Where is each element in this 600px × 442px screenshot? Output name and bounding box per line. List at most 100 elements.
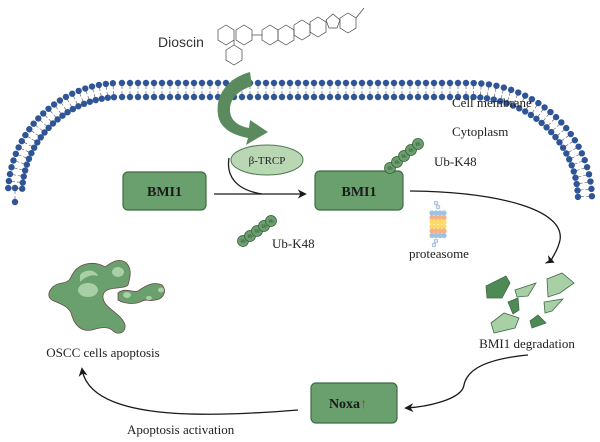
lipid-head (75, 103, 82, 110)
lipid-head (25, 155, 33, 163)
ubiquitin-bead (265, 215, 277, 227)
proteasome-subunit (437, 219, 443, 225)
noxa-label: Noxa↑ (329, 397, 367, 412)
lipid-head (398, 93, 406, 101)
lipid-head (563, 124, 570, 132)
lipid-head (82, 85, 89, 92)
lipid-head (414, 93, 422, 101)
proteasome-cap (435, 204, 441, 210)
lipid-head (254, 79, 262, 87)
ubiquitin-bead-label: Ub (269, 219, 274, 224)
degradation-label: BMI1 degradation (479, 336, 575, 351)
lipid-head (88, 83, 96, 90)
lipid-head (521, 108, 529, 115)
lipid-head (509, 102, 517, 109)
cell-membrane (5, 79, 596, 206)
lipid-head (270, 79, 278, 87)
lipid-head (15, 144, 22, 151)
cytoplasm-label: Cytoplasm (452, 124, 508, 139)
lipid-head (485, 81, 493, 88)
lipid-head (118, 79, 126, 87)
lipid-head (150, 93, 158, 101)
lipid-head (574, 187, 581, 194)
lipid-head (462, 79, 470, 87)
apoptosis-arrow (78, 367, 299, 415)
ubiquitin-bead-label: Ub (409, 148, 414, 153)
ubiquitin-bead (412, 138, 424, 150)
lipid-head (382, 79, 390, 87)
lipid-head (150, 79, 158, 87)
lipid-head (62, 93, 70, 101)
lipid-head (430, 79, 438, 87)
lipid-head (142, 93, 150, 101)
lipid-head (254, 93, 262, 101)
lipid-head (521, 92, 529, 99)
lipid-head (559, 144, 567, 151)
lipid-head (543, 124, 550, 131)
lipid-head (470, 79, 477, 87)
lipid-head (558, 119, 565, 126)
lipid-head (30, 120, 37, 127)
lipid-head (182, 93, 190, 101)
lipid-head (166, 79, 174, 87)
lipid-head (571, 137, 579, 144)
lipid-head (270, 93, 278, 101)
ubiquitin-bead-label: Ub (241, 239, 246, 244)
proteasome-subunit (429, 210, 435, 216)
lipid-head (587, 178, 594, 185)
lipid-head (533, 115, 540, 122)
lipid-head (454, 93, 462, 101)
ubiquitin-bead-label: Ub (395, 160, 400, 165)
lipid-head (56, 97, 64, 104)
lipid-head (19, 179, 26, 186)
oscc-apoptosis-label: OSCC cells apoptosis (46, 345, 159, 360)
lipid-head (118, 93, 126, 101)
lipid-head (41, 129, 48, 136)
bmi1-left-label: BMI1 (147, 185, 182, 200)
lipid-head (503, 99, 510, 107)
lipid-head (527, 111, 535, 119)
lipid-head (538, 119, 545, 127)
proteasome-subunit (429, 219, 435, 225)
lipid-head (302, 79, 310, 87)
dioscin-entry-arrow (217, 72, 268, 145)
lipid-head (20, 173, 27, 180)
lipid-head (497, 97, 504, 105)
proteasome-cap (433, 238, 439, 244)
lipid-head (174, 93, 182, 101)
ubiquitin-bead-label: Ub (416, 142, 421, 147)
lipid-head (570, 168, 577, 175)
lipid-head (572, 174, 579, 181)
lipid-head (483, 95, 491, 102)
lipid-head (507, 86, 515, 94)
proteasome-icon (429, 200, 447, 248)
lipid-head (198, 93, 206, 101)
lipid-head (35, 115, 42, 122)
lipid-head (326, 79, 334, 87)
btrcp-curve (227, 157, 263, 195)
lipid-head (134, 79, 142, 87)
lipid-head (390, 79, 398, 87)
lipid-head (166, 93, 174, 101)
lipid-head (26, 126, 33, 133)
ubiquitin-bead-label: Ub (248, 234, 253, 239)
lipid-head (318, 79, 326, 87)
proteasome-subunit (437, 223, 443, 230)
lipid-head (69, 90, 76, 97)
lipid-head (583, 163, 591, 171)
lipid-head (414, 79, 422, 87)
lipid-head (500, 84, 508, 91)
lipid-head (18, 185, 26, 192)
lipid-head (454, 79, 462, 87)
noxa-box (310, 382, 398, 424)
lipid-head (11, 184, 19, 192)
lipid-head (262, 93, 270, 101)
lipid-head (95, 81, 103, 89)
lipid-head (222, 79, 230, 87)
lipid-head (326, 93, 334, 101)
proteasome-subunit (437, 232, 443, 239)
lipid-head (286, 93, 294, 101)
